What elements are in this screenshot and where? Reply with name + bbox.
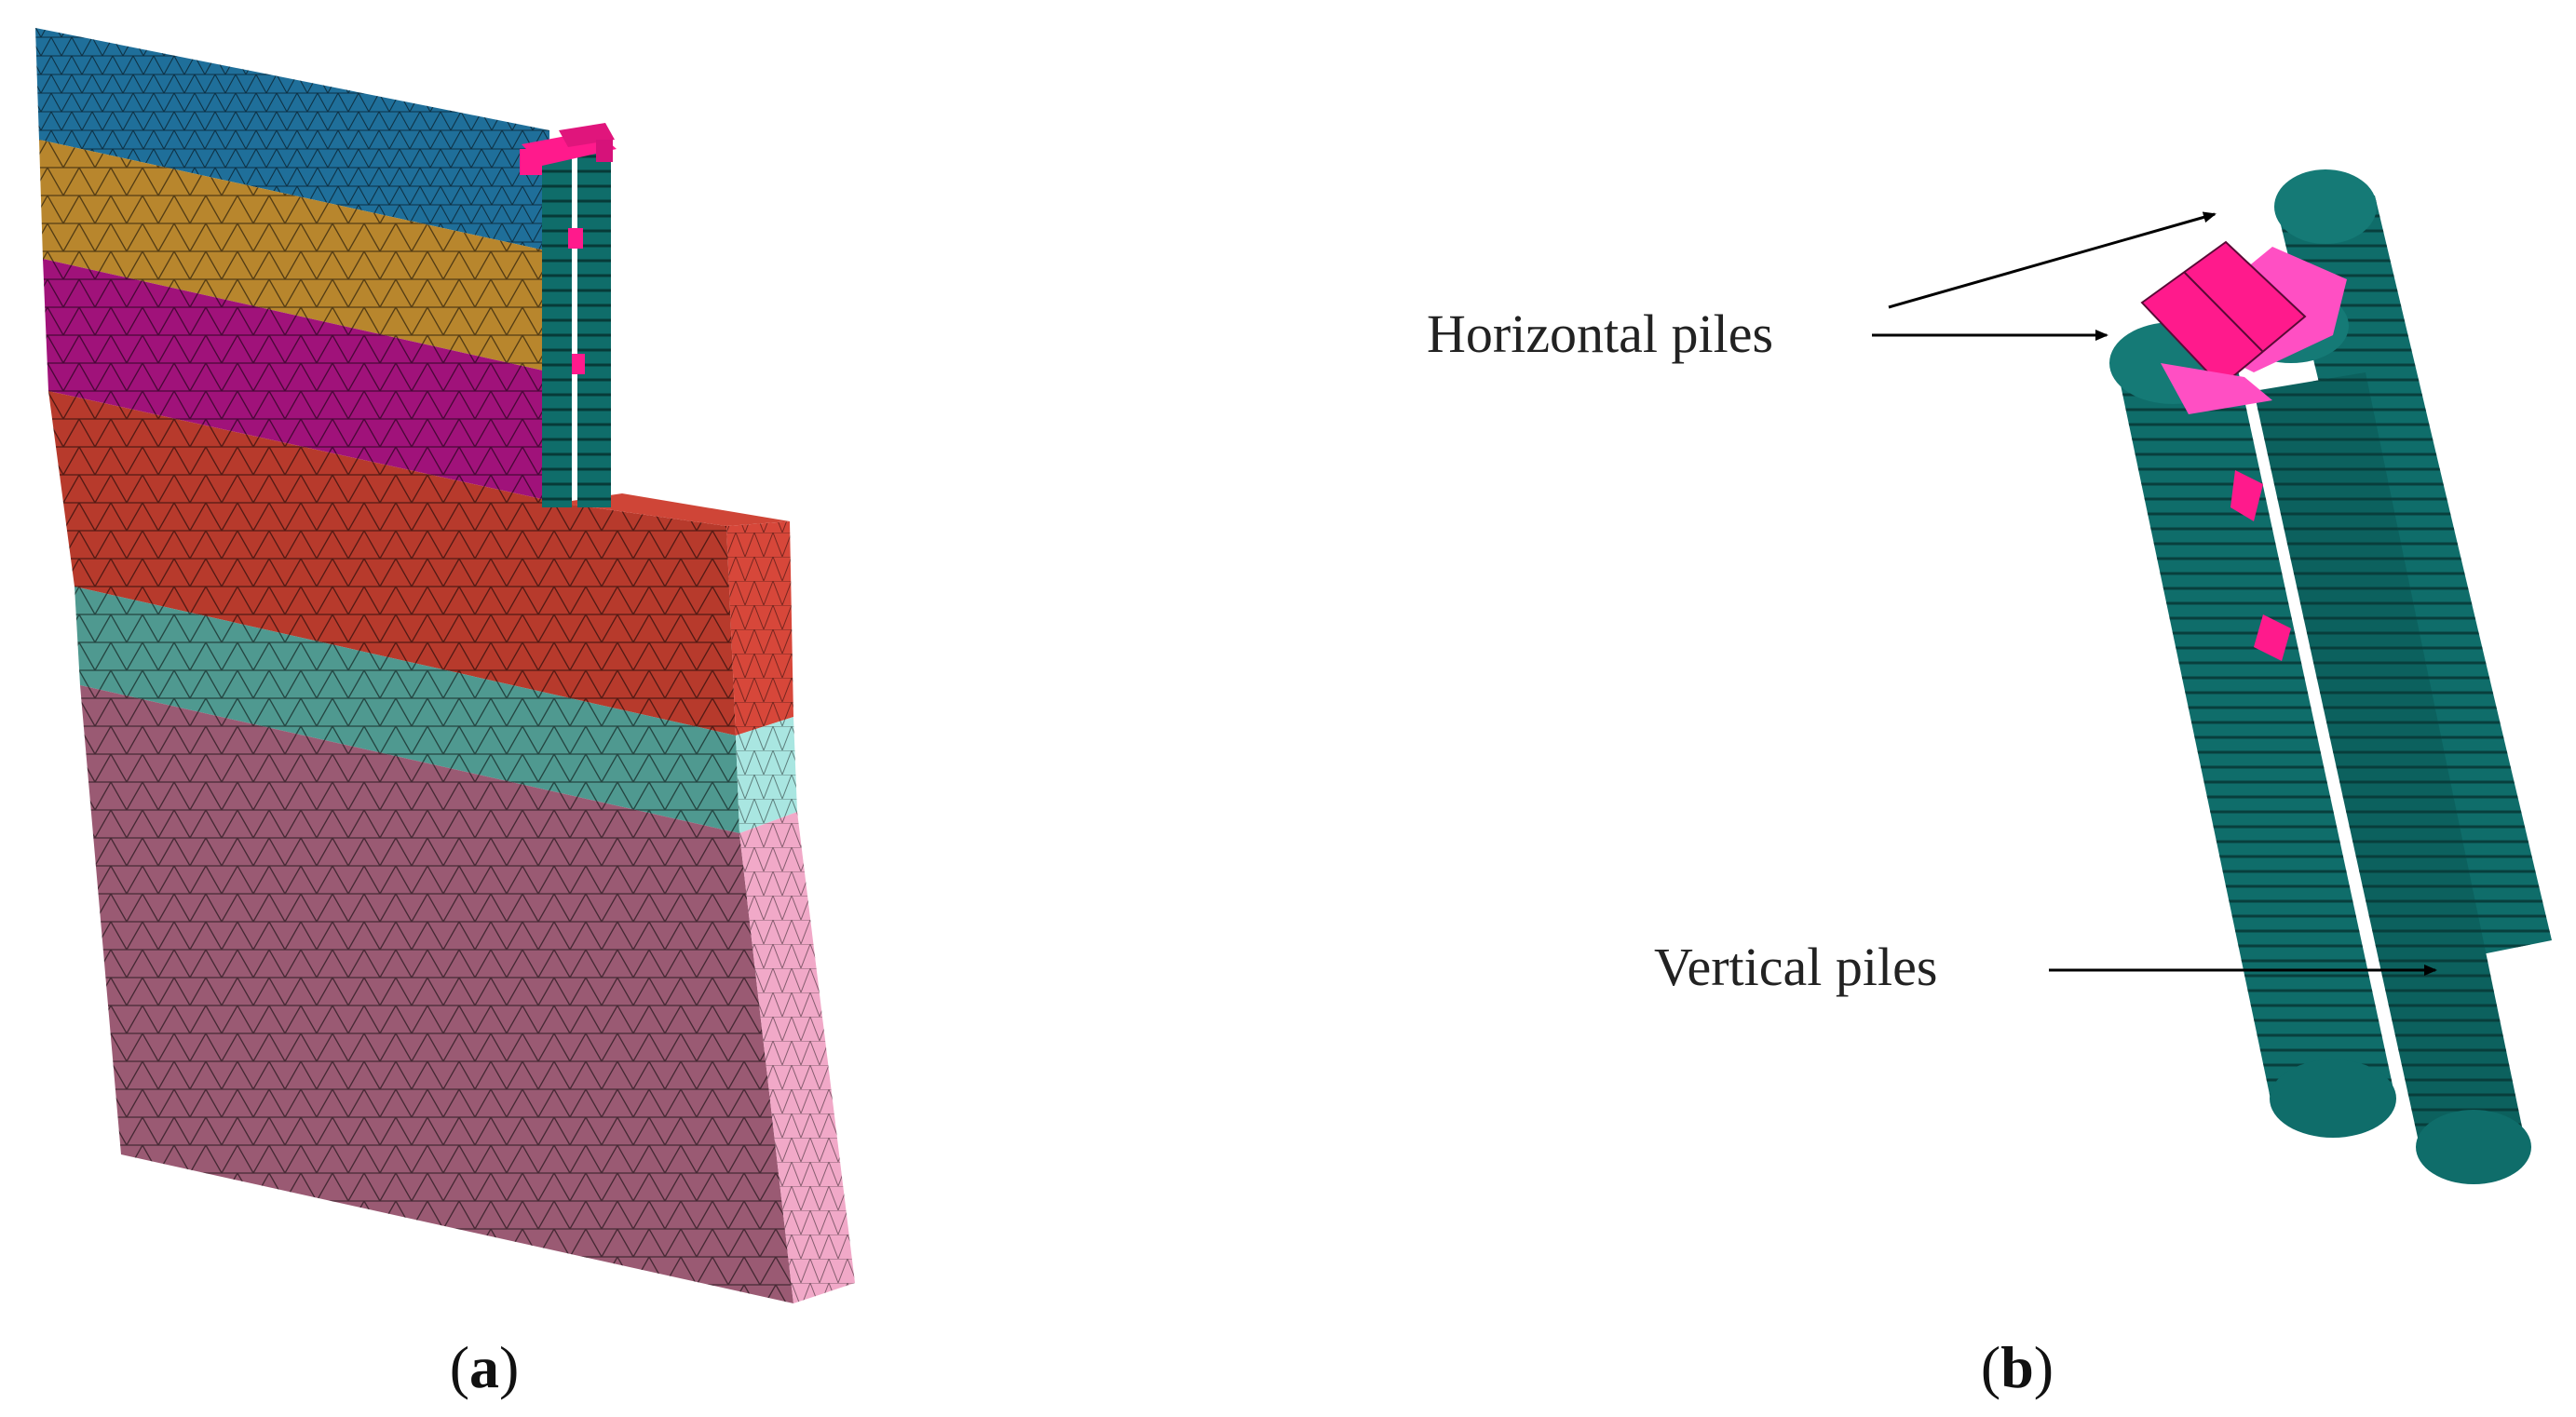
label-vertical-piles: Vertical piles xyxy=(1654,937,1937,997)
layer-teal xyxy=(75,587,797,833)
panel-a-model xyxy=(35,28,855,1303)
layer-blue xyxy=(35,28,549,251)
panel-b-caption: (b) xyxy=(1981,1334,2054,1400)
vertical-pile-back-left xyxy=(2114,335,2396,1138)
connector-plates xyxy=(2230,470,2291,661)
layer-mauve xyxy=(80,685,855,1303)
vertical-pile-front-right xyxy=(2254,372,2531,1184)
layer-red xyxy=(48,391,793,735)
annotation-arrows xyxy=(1872,211,2437,976)
label-horizontal-piles: Horizontal piles xyxy=(1427,304,1773,364)
arrow-horizontal-upper xyxy=(1888,211,2217,309)
panel-a-caption: (a) xyxy=(450,1334,520,1400)
layer-magenta xyxy=(43,259,559,503)
panel-a-piles xyxy=(542,149,611,507)
horizontal-pile-cap xyxy=(2140,240,2347,414)
panel-b-piles xyxy=(2109,169,2552,1184)
panel-a-pile-cap xyxy=(520,123,617,175)
layer-orange xyxy=(39,140,551,372)
